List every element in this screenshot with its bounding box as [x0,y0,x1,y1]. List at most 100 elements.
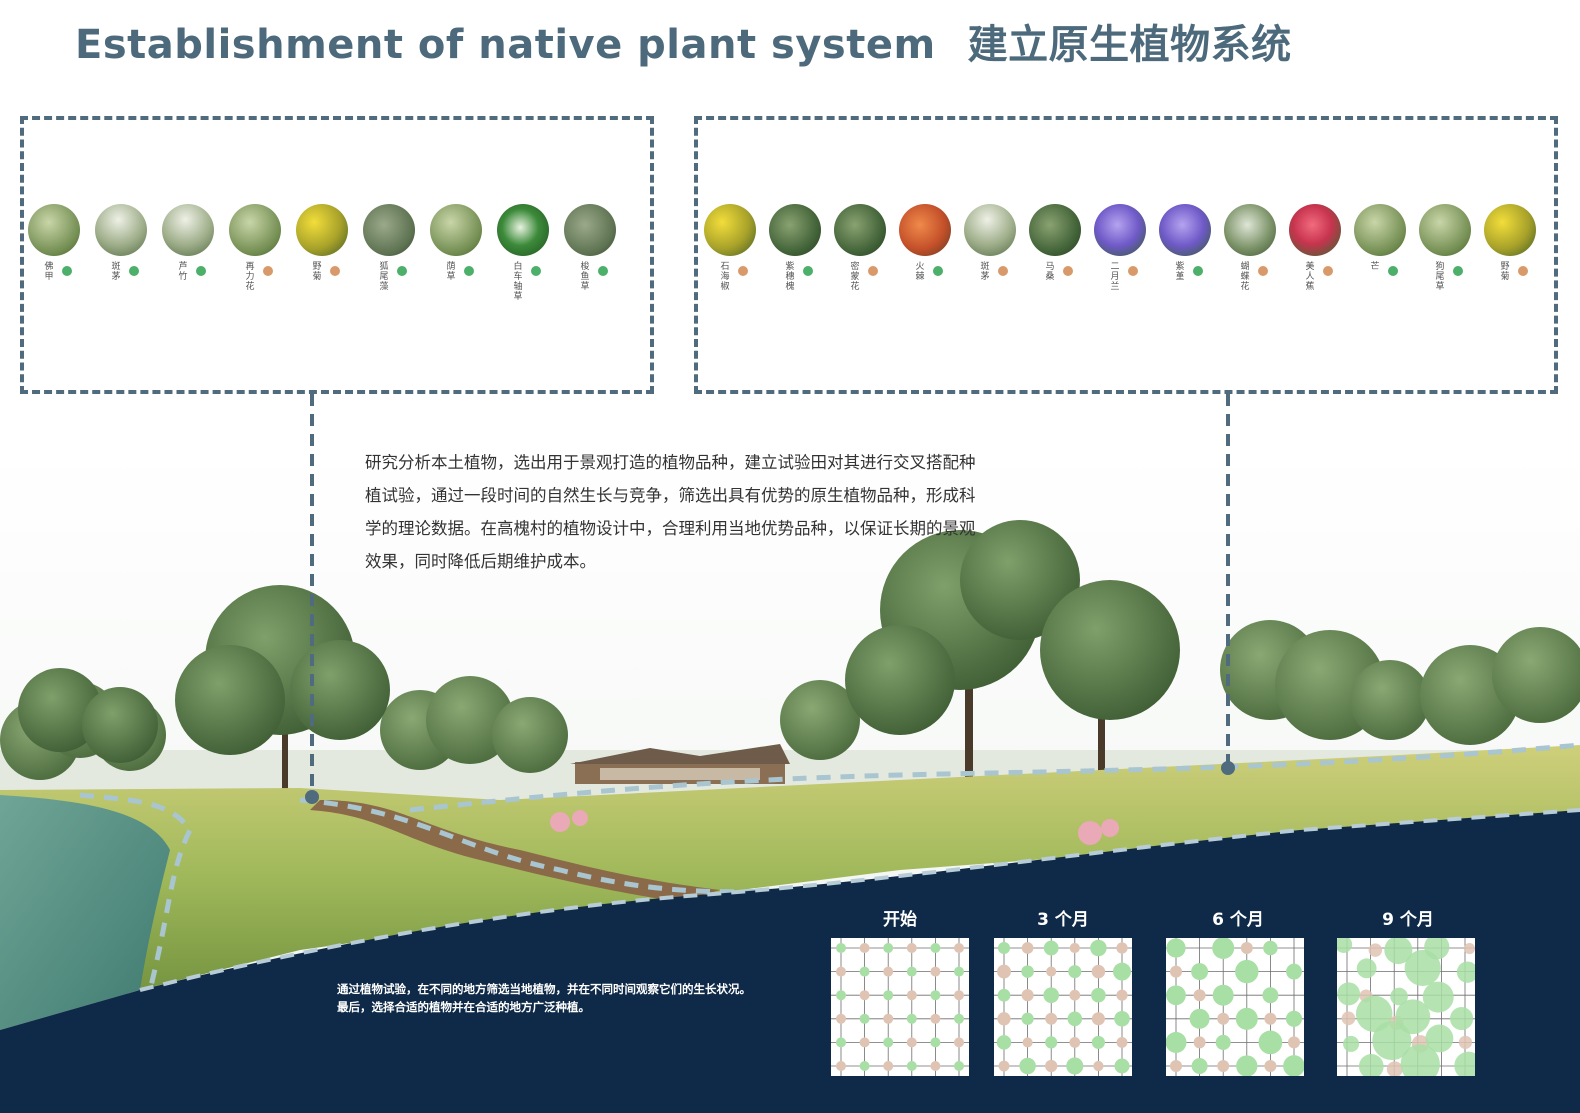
native-plant-marker [954,1061,964,1071]
trial-note-line: 最后，选择合适的植物并在合适的地方广泛种植。 [337,1000,590,1014]
plant-name: 斑茅 [980,262,990,282]
trial-plant-marker [906,1037,917,1048]
shrub-photo-icon [769,204,821,256]
legend-dot-icon [1453,266,1463,276]
reed-photo-icon [964,204,1016,256]
trial-plant-marker [954,943,964,953]
white-flower-photo-icon [1224,204,1276,256]
title-chinese: 建立原生植物系统 [967,22,1292,68]
native-plant-marker [836,990,846,1001]
description-line: 植试验，通过一段时间的自然生长与竞争，筛选出具有优势的原生植物品种，形成科 [365,486,976,505]
meadow [0,745,1580,1010]
clover-photo-icon [497,204,549,256]
native-plant-marker [1355,995,1393,1033]
purple-flower-photo-icon [1159,204,1211,256]
plant-name: 佛甲 [44,262,54,282]
water-plant-photo-icon [363,204,415,256]
native-plant-marker [1019,1057,1036,1075]
native-plant-marker [1236,1055,1258,1076]
trial-plant-marker [1046,966,1057,977]
trial-plant-marker [1021,989,1034,1002]
native-plant-marker [1191,1057,1208,1075]
native-plant-marker [1286,963,1302,980]
plant-card: 狐尾藻 [363,204,415,292]
native-plant-marker [1114,1058,1130,1074]
native-plant-marker [1090,939,1107,957]
native-plant-marker [1258,1030,1283,1055]
plant-card: 蝴蝶花 [1224,204,1276,292]
plant-name: 紫堇 [1175,262,1185,282]
red-berry-photo-icon [899,204,951,256]
trial-plant-marker [836,1061,846,1071]
legend-dot-icon [62,266,72,276]
trial-plant-marker [906,943,917,953]
native-plant-panel-right: 石海椒紫穗槐密蒙花火棘斑茅马桑二月兰紫堇蝴蝶花美人蕉芒狗尾草野菊 [694,116,1558,394]
trial-plant-marker [1217,1060,1230,1072]
trial-plant-marker [1022,1037,1033,1048]
trial-note: 通过植物试验，在不同的地方筛选当地植物，并在不同时间观察它们的生长状况。 最后，… [337,980,817,1016]
plant-name: 野菊 [312,262,322,282]
legend-dot-icon [531,266,541,276]
native-plant-marker [906,1061,917,1071]
grass-photo-icon [28,204,80,256]
trial-plant-marker [1386,1061,1403,1076]
native-plant-marker [1021,965,1034,978]
native-plant-marker [1262,987,1279,1004]
trial-plant-marker [998,1060,1010,1072]
title-english: Establishment of native plant system [75,22,936,68]
plant-card: 火棘 [899,204,951,282]
pavilion-building [570,744,790,784]
native-plant-marker [1456,961,1475,983]
native-plant-marker [1425,1024,1454,1053]
legend-dot-icon [598,266,608,276]
trial-plant-marker [1091,964,1106,979]
native-plant-marker [1450,1006,1474,1031]
legend-dot-icon [1128,266,1138,276]
native-plant-marker [859,1061,870,1071]
water-plant-photo-icon [564,204,616,256]
plant-name: 白车轴草 [513,262,523,302]
plant-name: 芦竹 [178,262,188,282]
plant-name: 狐尾藻 [379,262,389,292]
pink-flowers [550,810,1119,845]
plant-name: 石海椒 [720,262,730,292]
trial-plant-marker [997,964,1011,979]
native-plant-marker [1422,981,1454,1013]
plant-card: 斑茅 [964,204,1016,282]
native-plant-marker [1114,1011,1130,1027]
trial-plant-marker [883,1013,894,1024]
native-plant-marker [1212,938,1235,959]
plant-card: 斑茅 [95,204,147,282]
plant-card: 荫草 [430,204,482,282]
description-line: 效果，同时降低后期维护成本。 [365,552,596,571]
growth-grid-3-months [994,938,1132,1076]
trial-plant-marker [1093,1060,1104,1072]
plant-card: 马桑 [1029,204,1081,282]
trial-plant-marker [859,990,870,1001]
native-plant-marker [1404,949,1441,987]
native-plant-marker [859,966,870,977]
native-plant-marker [1263,940,1278,956]
trial-plant-marker [1170,1060,1182,1072]
native-plant-marker [930,990,941,1001]
plant-card: 野菊 [296,204,348,282]
plant-name: 狗尾草 [1435,262,1445,292]
legend-dot-icon [998,266,1008,276]
reed-photo-icon [162,204,214,256]
trial-plant-marker [1264,1012,1277,1025]
plant-name: 美人蕉 [1305,262,1315,292]
planting-zone-outlines [79,742,1580,991]
native-plant-marker [836,1037,846,1048]
pond-water [0,795,170,1030]
trial-plant-marker [1217,1012,1230,1025]
yellow-flower-photo-icon [296,204,348,256]
plant-card: 狗尾草 [1419,204,1471,292]
reed-photo-icon [95,204,147,256]
plant-name: 斑茅 [111,262,121,282]
trial-plant-marker [906,990,917,1001]
native-plant-marker [1454,1051,1475,1076]
native-plant-marker [954,966,964,977]
plant-card: 白车轴草 [497,204,549,302]
trial-plant-marker [1193,989,1206,1002]
